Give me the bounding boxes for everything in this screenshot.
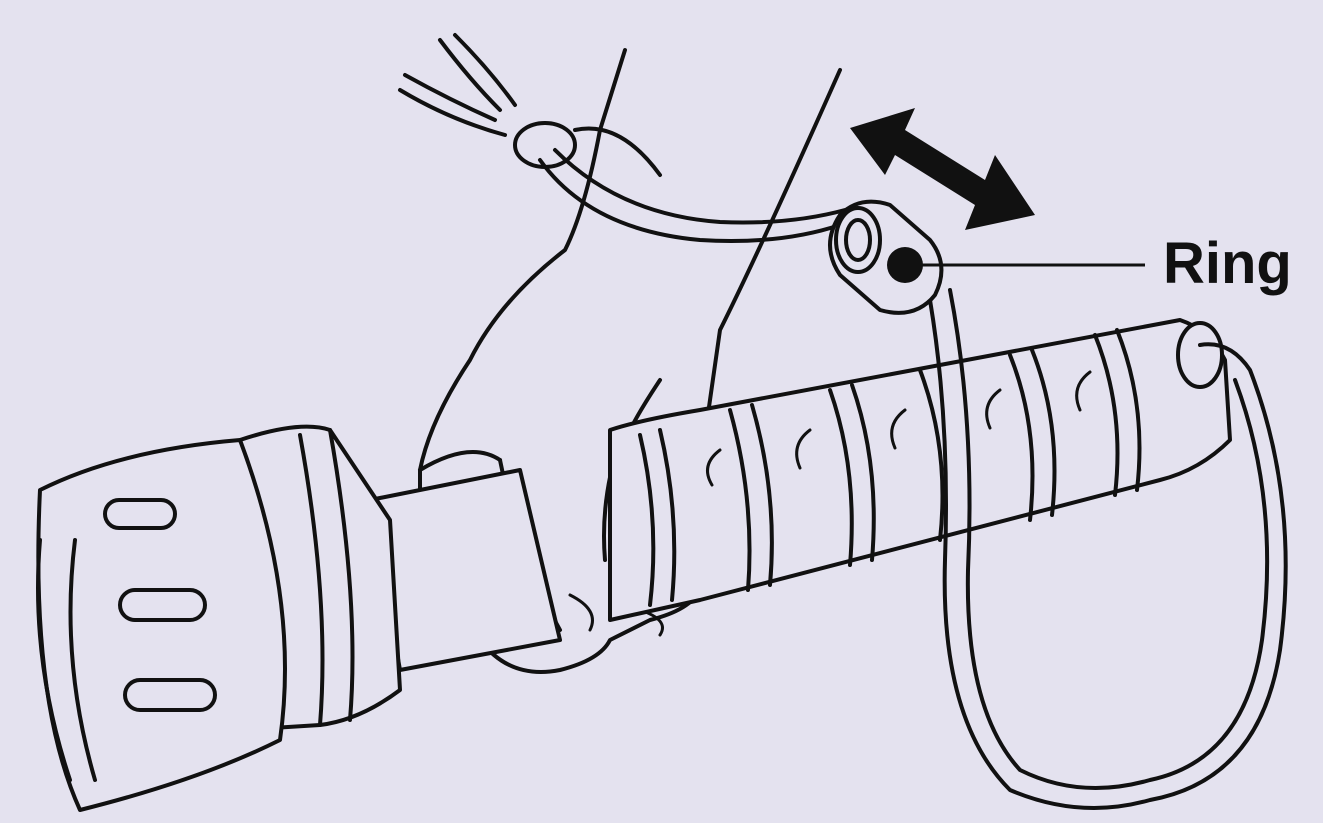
ring-slider-icon <box>830 202 941 313</box>
ring-label: Ring <box>1163 232 1292 296</box>
